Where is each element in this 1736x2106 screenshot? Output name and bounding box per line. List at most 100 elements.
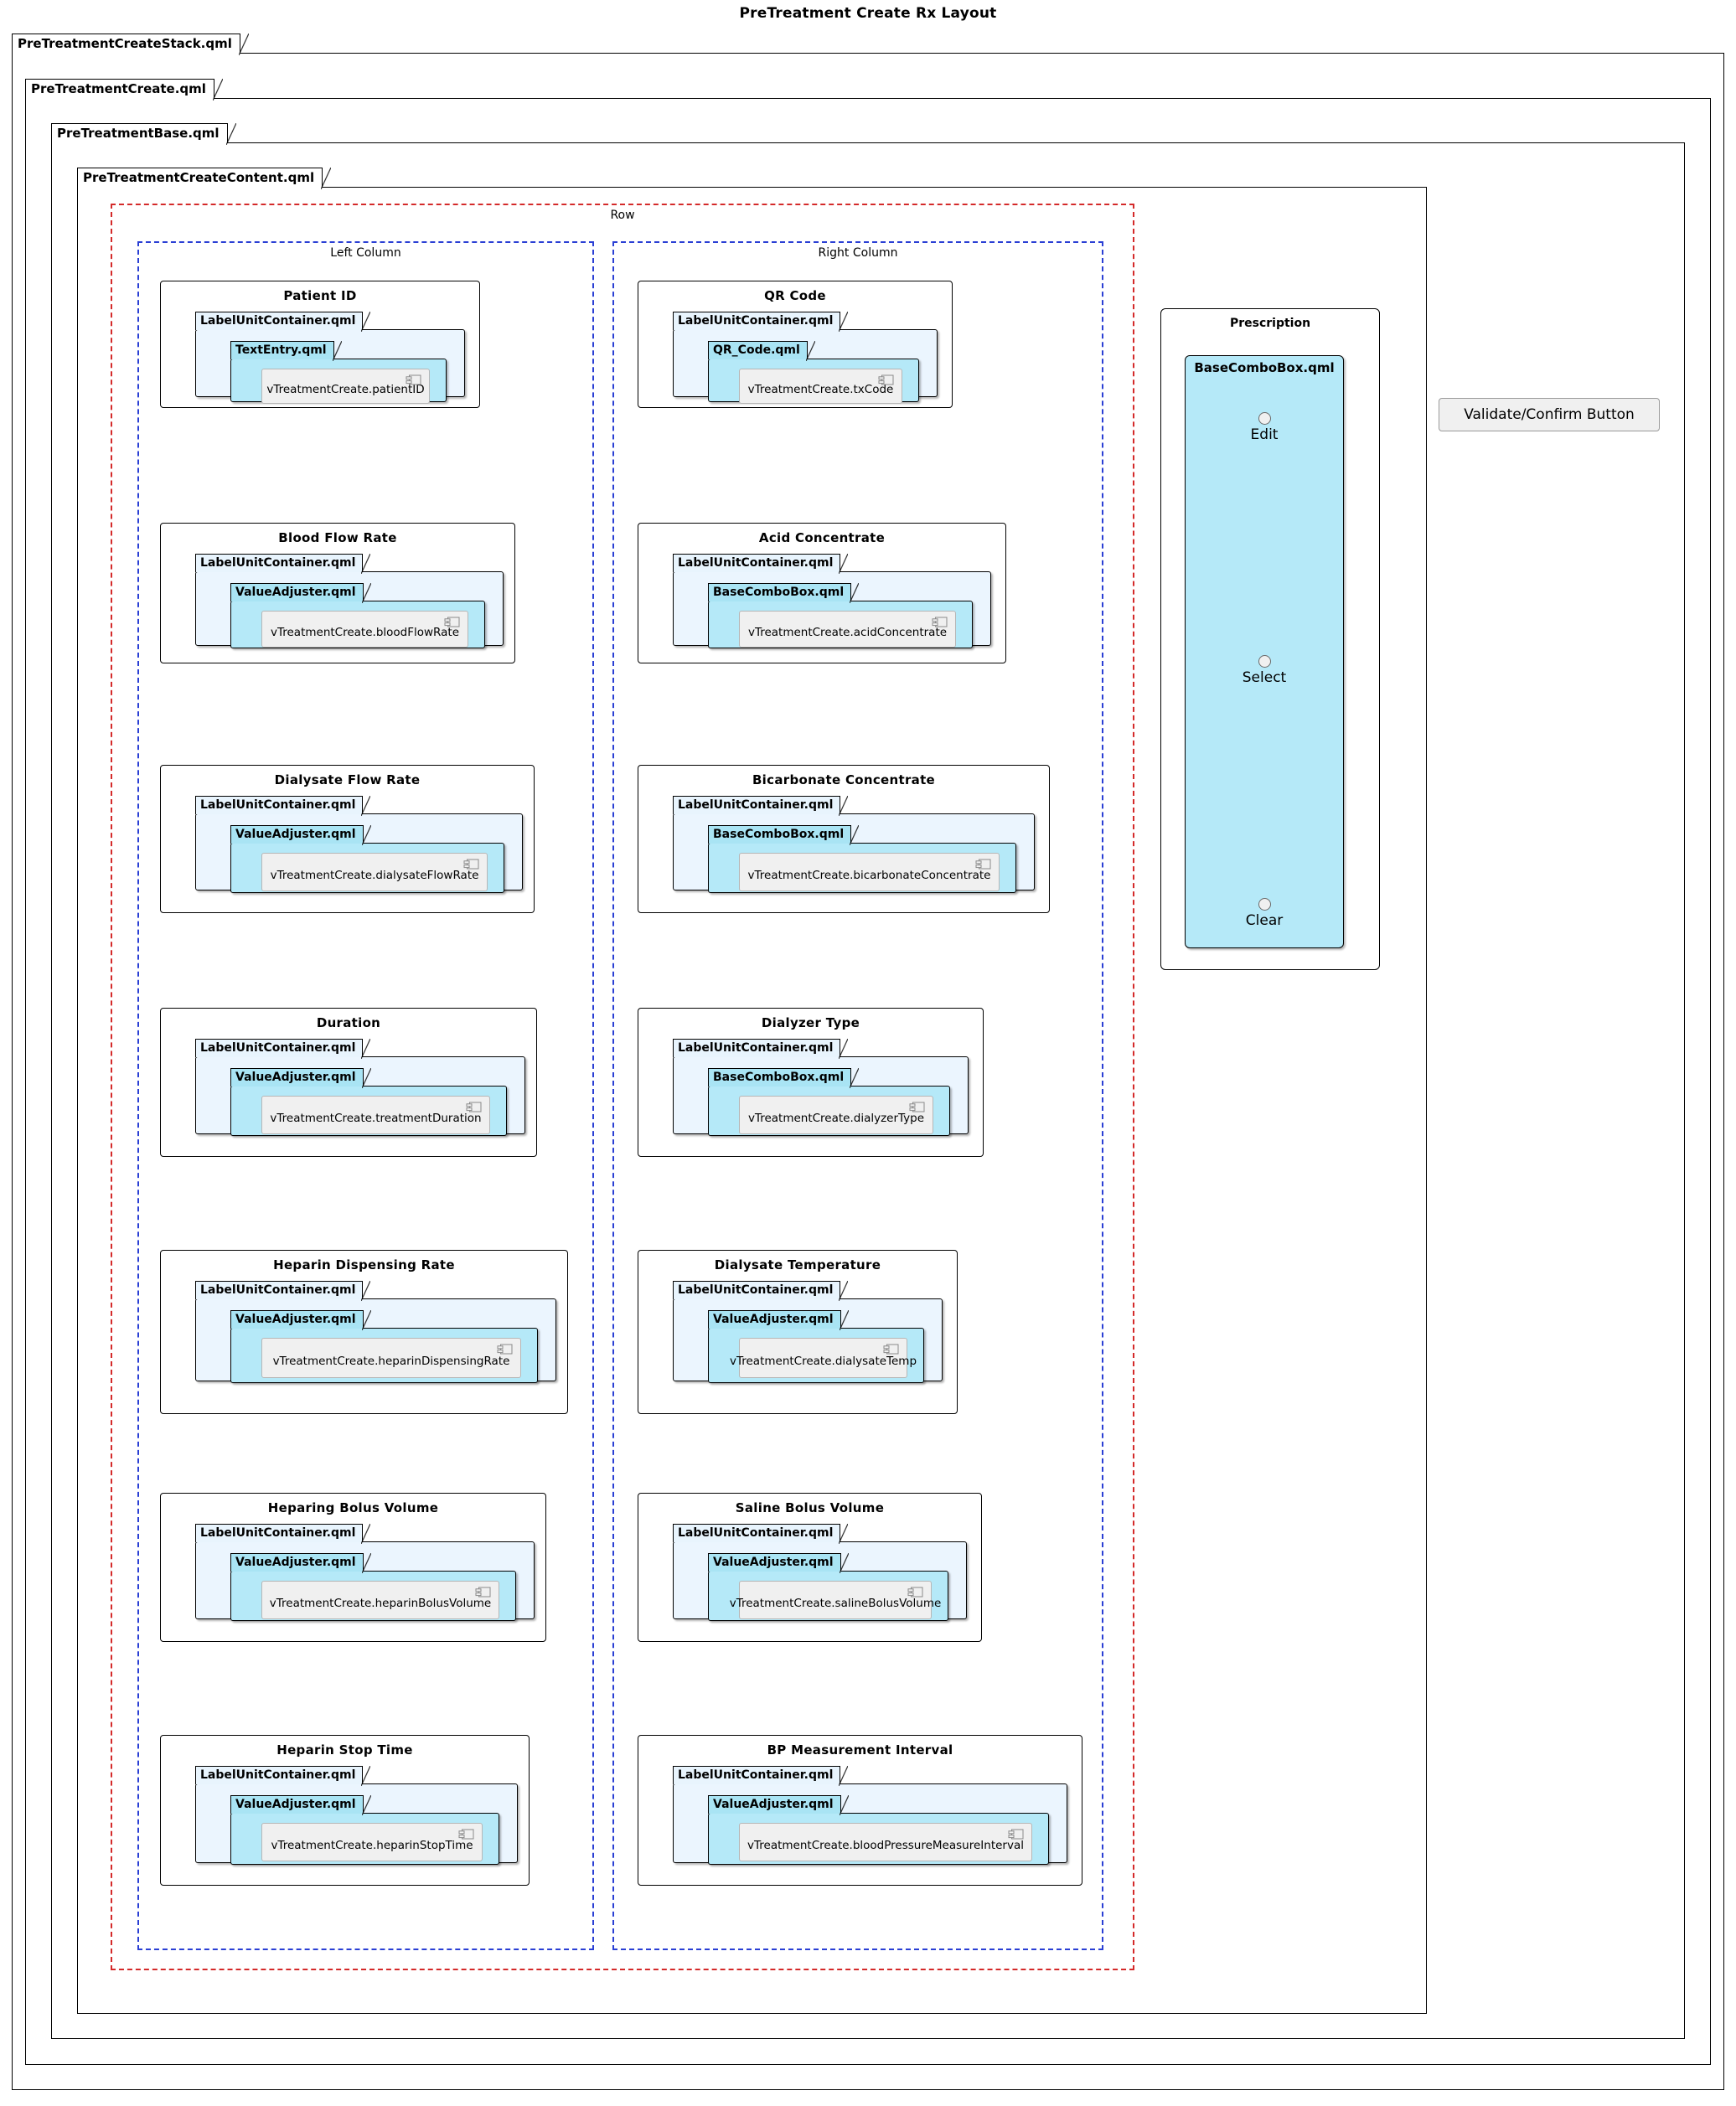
card-title: Heparin Dispensing Rate (273, 1257, 455, 1272)
component-icon (444, 617, 460, 627)
bullet-icon (1258, 655, 1271, 668)
component-box[interactable]: vTreatmentCreate.heparinStopTime (261, 1823, 483, 1861)
component-box[interactable]: vTreatmentCreate.salineBolusVolume (730, 1581, 941, 1619)
card-title: Duration (316, 1015, 381, 1030)
component-label: vTreatmentCreate.treatmentDuration (270, 1112, 482, 1125)
qml-package-label: ValueAdjuster.qml (708, 1552, 849, 1573)
qml-package-inner: ValueAdjuster.qml vTreatmentCreate.hepari… (230, 1309, 538, 1383)
qml-package-label: LabelUnitContainer.qml (195, 1280, 371, 1301)
card-title: QR Code (764, 288, 826, 303)
card-title: Heparing Bolus Volume (267, 1500, 439, 1515)
package-label: PreTreatmentBase.qml (51, 122, 236, 145)
qml-package-label: ValueAdjuster.qml (708, 1794, 849, 1815)
component-icon (909, 1102, 925, 1112)
qml-package-label: QR_Code.qml (708, 340, 815, 361)
combobox-item-select[interactable]: Select (1186, 655, 1343, 686)
card-title: Dialysate Flow Rate (274, 772, 421, 787)
qml-package-label: LabelUnitContainer.qml (673, 795, 849, 816)
component-box[interactable]: vTreatmentCreate.bicarbonateConcentrate (739, 853, 1000, 891)
component-box[interactable]: vTreatmentCreate.acidConcentrate (739, 611, 956, 648)
card-title: Heparin Stop Time (276, 1742, 413, 1758)
component-icon (907, 1587, 923, 1598)
qml-package-label: LabelUnitContainer.qml (673, 1765, 849, 1786)
qml-package-body: vTreatmentCreate.dialyzerType (708, 1086, 950, 1136)
bullet-icon (1258, 412, 1271, 425)
component-label: vTreatmentCreate.dialysateFlowRate (270, 869, 479, 882)
group-left-column-label: Left Column (330, 246, 401, 260)
qml-package-body: vTreatmentCreate.bloodPressureMeasureInt… (708, 1813, 1049, 1865)
qml-package-body: vTreatmentCreate.bicarbonateConcentrate (708, 843, 1016, 893)
component-box[interactable]: vTreatmentCreate.dialysateFlowRate (261, 853, 488, 891)
prescription-combobox[interactable]: BaseComboBox.qml Edit Select Clear (1185, 355, 1344, 948)
qml-package-label: LabelUnitContainer.qml (673, 1523, 849, 1544)
validate-confirm-button[interactable]: Validate/Confirm Button (1439, 398, 1660, 431)
component-icon (475, 1587, 491, 1598)
card-title: BP Measurement Interval (767, 1742, 953, 1758)
qml-package-body: vTreatmentCreate.acidConcentrate (708, 601, 973, 648)
qml-package-label: LabelUnitContainer.qml (673, 1038, 849, 1059)
qml-package-body: vTreatmentCreate.heparinBolusVolume (230, 1571, 516, 1621)
qml-package-label: LabelUnitContainer.qml (195, 1523, 371, 1544)
group-right-column-label: Right Column (818, 246, 898, 260)
component-label: vTreatmentCreate.acidConcentrate (747, 626, 948, 639)
component-box[interactable]: vTreatmentCreate.bloodFlowRate (261, 611, 468, 648)
qml-package-label: LabelUnitContainer.qml (195, 1038, 371, 1059)
qml-package-label: LabelUnitContainer.qml (195, 553, 371, 574)
combobox-item-label: Select (1242, 669, 1287, 686)
component-box[interactable]: vTreatmentCreate.bloodPressureMeasureInt… (739, 1823, 1032, 1861)
qml-package-inner: ValueAdjuster.qml vTreatmentCreate.bloodF… (230, 582, 485, 648)
combobox-item-edit[interactable]: Edit (1186, 412, 1343, 443)
qml-package-label: ValueAdjuster.qml (708, 1309, 849, 1330)
card-title: Acid Concentrate (758, 530, 886, 545)
component-box[interactable]: vTreatmentCreate.heparinBolusVolume (261, 1581, 499, 1619)
component-box[interactable]: vTreatmentCreate.dialysateTemp (730, 1338, 917, 1378)
qml-package-label: ValueAdjuster.qml (230, 582, 371, 603)
card-title: Dialysate Temperature (714, 1257, 881, 1272)
qml-package-body: ValueAdjuster.qml vTreatmentCreate.bloodP… (673, 1783, 1067, 1865)
component-box[interactable]: vTreatmentCreate.patientID (261, 369, 430, 404)
group-left-column: Left Column (137, 241, 594, 1950)
component-box[interactable]: vTreatmentCreate.txCode (739, 369, 902, 404)
qml-package-body: ValueAdjuster.qml vTreatmentCreate.saline… (673, 1541, 967, 1621)
prescription-title: Prescription (1229, 317, 1311, 330)
card-title: Dialyzer Type (761, 1015, 860, 1030)
component-label: vTreatmentCreate.bloodPressureMeasureInt… (747, 1839, 1024, 1852)
qml-package-body: vTreatmentCreate.heparinDispensingRate (230, 1328, 538, 1383)
component-box[interactable]: vTreatmentCreate.heparinDispensingRate (261, 1338, 521, 1378)
component-box[interactable]: vTreatmentCreate.dialyzerType (739, 1096, 933, 1134)
qml-package-body: vTreatmentCreate.patientID (230, 359, 447, 404)
component-box[interactable]: vTreatmentCreate.treatmentDuration (261, 1096, 490, 1134)
combobox-item-clear[interactable]: Clear (1186, 898, 1343, 929)
component-icon (932, 617, 948, 627)
component-label: vTreatmentCreate.bloodFlowRate (270, 626, 459, 639)
component-label: vTreatmentCreate.heparinStopTime (271, 1839, 473, 1852)
qml-package-label: BaseComboBox.qml (708, 582, 860, 603)
card-title: Bicarbonate Concentrate (752, 772, 936, 787)
component-label: vTreatmentCreate.dialysateTemp (729, 1355, 917, 1368)
qml-package-label: ValueAdjuster.qml (230, 1309, 371, 1330)
qml-package-body: vTreatmentCreate.salineBolusVolume (708, 1571, 948, 1621)
component-label: vTreatmentCreate.dialyzerType (747, 1112, 925, 1125)
component-label: vTreatmentCreate.patientID (266, 383, 425, 396)
qml-package-inner: ValueAdjuster.qml vTreatmentCreate.saline… (708, 1552, 948, 1621)
